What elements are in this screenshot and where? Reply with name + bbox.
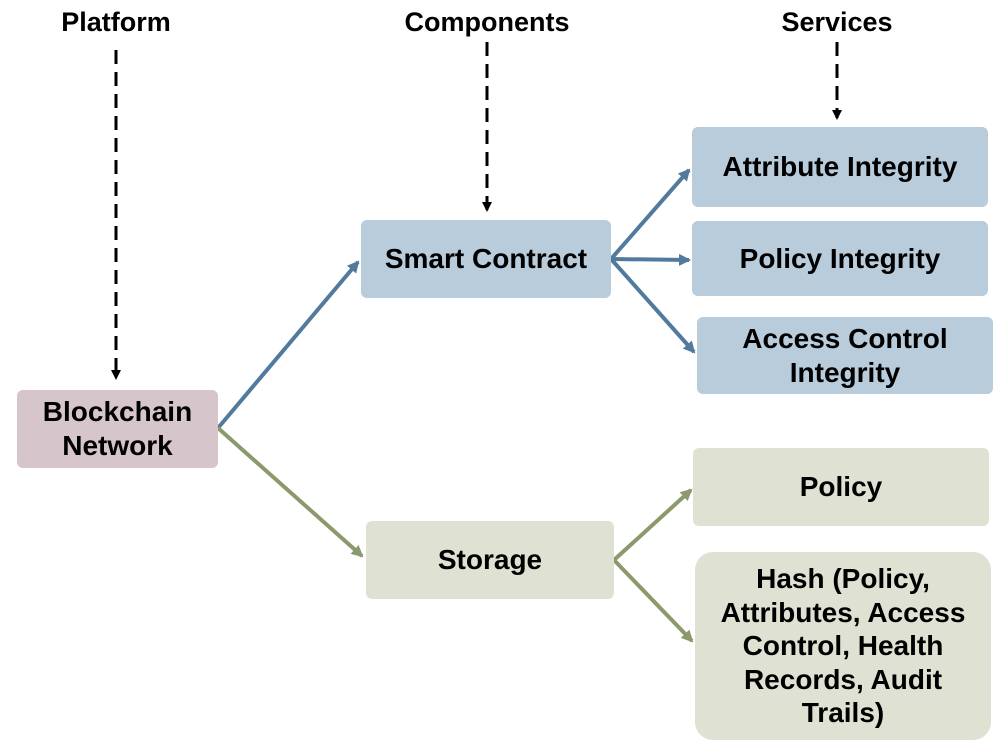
blockchain-to-storage-arrow xyxy=(216,426,364,558)
blockchain-network-label: Blockchain Network xyxy=(42,396,193,461)
smart-contract-to-policy-integrity-arrow xyxy=(610,253,691,266)
policy-label: Policy xyxy=(799,471,883,503)
policy-integrity-node: Policy Integrity xyxy=(692,221,988,296)
components-heading: Components xyxy=(404,7,570,37)
services-heading: Services xyxy=(781,7,893,37)
storage-to-policy-arrow xyxy=(612,488,693,562)
storage-label: Storage xyxy=(437,544,543,576)
policy-integrity-label: Policy Integrity xyxy=(739,242,941,274)
attribute-integrity-label: Attribute Integrity xyxy=(722,151,958,183)
hash-node: Hash (Policy, Attributes, Access Control… xyxy=(695,552,991,740)
access-control-integrity-node: Access Control Integrity xyxy=(697,317,993,394)
smart-contract-to-access-control-arrow xyxy=(609,257,696,354)
storage-node: Storage xyxy=(366,521,614,599)
blockchain-to-smart-contract-arrow xyxy=(216,260,360,430)
smart-contract-label: Smart Contract xyxy=(384,243,588,275)
attribute-integrity-node: Attribute Integrity xyxy=(692,127,988,207)
smart-contract-node: Smart Contract xyxy=(361,220,611,298)
storage-to-hash-arrow xyxy=(612,558,694,643)
platform-heading: Platform xyxy=(61,7,171,37)
hash-label: Hash (Policy, Attributes, Access Control… xyxy=(720,563,966,729)
smart-contract-to-attribute-integrity-arrow xyxy=(609,168,691,261)
policy-node: Policy xyxy=(693,448,989,526)
blockchain-network-node: Blockchain Network xyxy=(17,390,218,468)
access-control-integrity-label: Access Control Integrity xyxy=(742,322,948,388)
